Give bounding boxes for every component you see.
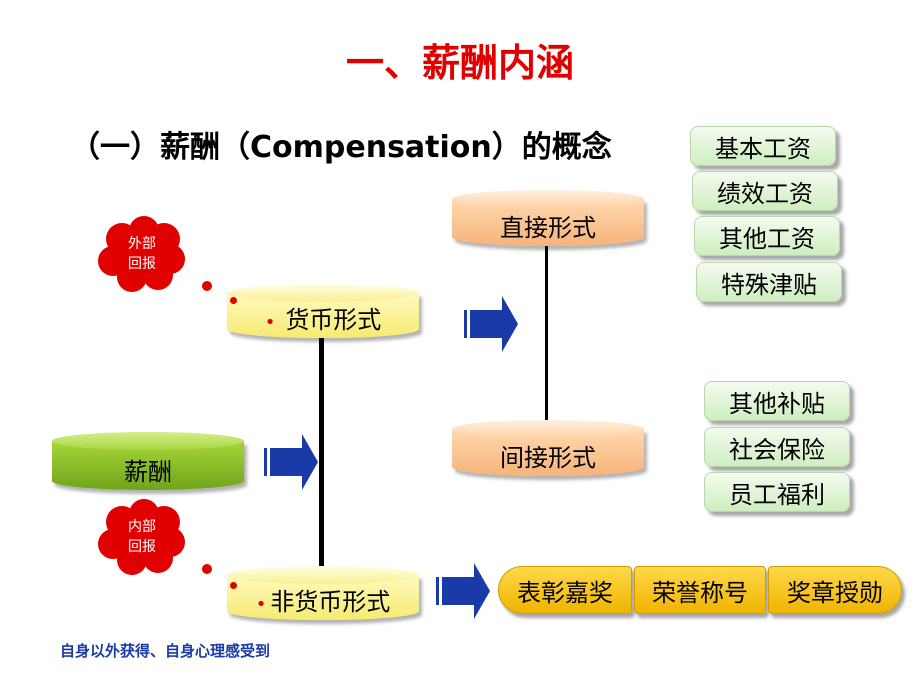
page-subtitle: （一）薪酬（Compensation）的概念 [70,130,612,165]
internal-reward-line1: 内部 [128,519,156,535]
direct-label: 直接形式 [500,214,596,242]
internal-reward-line2: 回报 [128,539,156,555]
external-reward-cloud: 外部 回报 [96,215,188,293]
arrow-right-icon [264,434,318,490]
root-label: 薪酬 [124,458,172,486]
indirect-label: 间接形式 [500,444,596,472]
arrow-right-icon [436,563,490,619]
cloud-icon [98,499,185,575]
non-monetary-node: •非货币形式 [227,566,419,620]
non-monetary-item: 表彰嘉奖 [498,566,632,614]
monetary-bullet: • [264,312,276,333]
non-monetary-item: 奖章授勋 [768,566,902,614]
direct-item: 绩效工资 [692,171,838,211]
footer-note: 自身以外获得、自身心理感受到 [60,642,271,660]
external-reward-line2: 回报 [128,256,156,272]
page-title: 一、薪酬内涵 [345,41,574,85]
cloud-dot [202,564,212,574]
arrow-right-icon [464,296,518,352]
direct-item: 基本工资 [690,126,836,166]
indirect-item: 其他补贴 [704,381,850,421]
direct-item: 特殊津贴 [696,262,842,302]
internal-reward-cloud: 内部 回报 [96,498,188,576]
monetary-node: • 货币形式 [227,284,419,338]
non-monetary-item: 荣誉称号 [634,566,766,614]
connector-line [319,336,324,576]
external-reward-line1: 外部 [128,236,156,252]
direct-item: 其他工资 [694,216,840,256]
direct-node: 直接形式 [452,190,644,246]
indirect-node: 间接形式 [452,420,644,476]
indirect-item: 社会保险 [704,427,850,467]
non-monetary-label: 非货币形式 [270,588,391,616]
root-node: 薪酬 [52,432,244,490]
non-monetary-bullet: • [255,594,267,615]
cloud-icon [98,216,185,292]
connector-line [545,244,548,430]
monetary-label: 货币形式 [285,306,382,334]
cloud-dot [230,582,237,589]
cloud-dot [230,297,237,304]
indirect-item: 员工福利 [704,472,850,512]
cloud-dot [202,281,212,291]
